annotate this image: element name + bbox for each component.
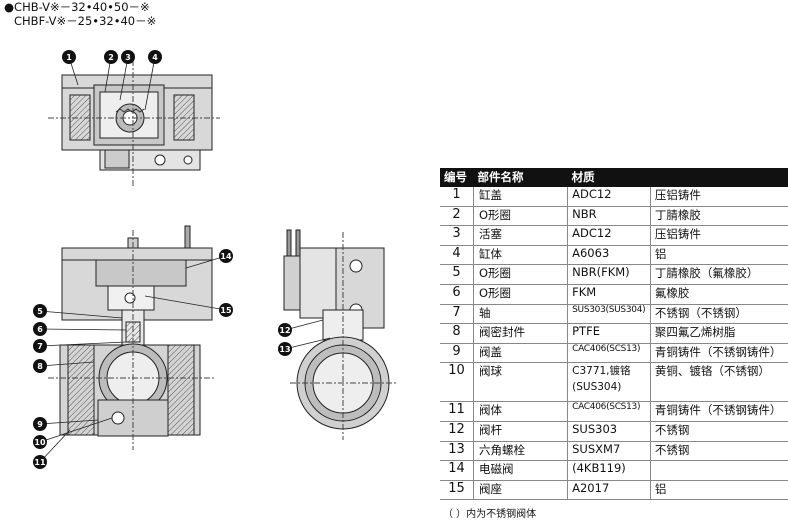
header-material-cn <box>650 168 788 187</box>
table-header-row: 编号 部件名称 材质 <box>440 168 788 187</box>
svg-text:3: 3 <box>125 53 131 62</box>
callout-15: 15 <box>219 303 233 317</box>
top-view <box>48 60 220 186</box>
svg-text:13: 13 <box>279 345 290 354</box>
callout-6: 6 <box>33 322 47 336</box>
svg-text:9: 9 <box>37 420 43 429</box>
svg-text:10: 10 <box>34 438 46 447</box>
callout-14: 14 <box>219 249 233 263</box>
svg-text:8: 8 <box>37 362 43 371</box>
svg-text:7: 7 <box>37 342 43 351</box>
callout-5: 5 <box>33 304 47 318</box>
svg-text:6: 6 <box>37 325 43 334</box>
callout-3: 3 <box>121 50 135 64</box>
svg-text:15: 15 <box>220 306 232 315</box>
svg-text:2: 2 <box>108 53 114 62</box>
model-title-1: ●CHB-V※－32•40•50－※ <box>4 0 150 14</box>
callout-8: 8 <box>33 359 47 373</box>
callout-4: 4 <box>148 50 162 64</box>
side-view <box>283 229 396 440</box>
svg-text:1: 1 <box>66 53 72 62</box>
table-note: （ ）内为不锈钢阀体 <box>443 509 537 520</box>
model-title-2: CHBF-V※－25•32•40－※ <box>14 14 157 28</box>
front-view <box>48 225 215 450</box>
svg-text:5: 5 <box>37 307 43 316</box>
callout-2: 2 <box>104 50 118 64</box>
callout-10: 10 <box>33 435 47 449</box>
header-material: 材质 <box>567 168 651 187</box>
header-no: 编号 <box>440 168 474 187</box>
callout-9: 9 <box>33 417 47 431</box>
svg-text:12: 12 <box>279 326 290 335</box>
callout-7: 7 <box>33 339 47 353</box>
callout-13: 13 <box>278 342 292 356</box>
callout-12: 12 <box>278 323 292 337</box>
header-name: 部件名称 <box>473 168 568 187</box>
callout-11: 11 <box>33 455 47 469</box>
callout-1: 1 <box>62 50 76 64</box>
svg-text:4: 4 <box>152 53 158 62</box>
svg-text:14: 14 <box>220 252 232 261</box>
svg-text:11: 11 <box>34 458 46 467</box>
